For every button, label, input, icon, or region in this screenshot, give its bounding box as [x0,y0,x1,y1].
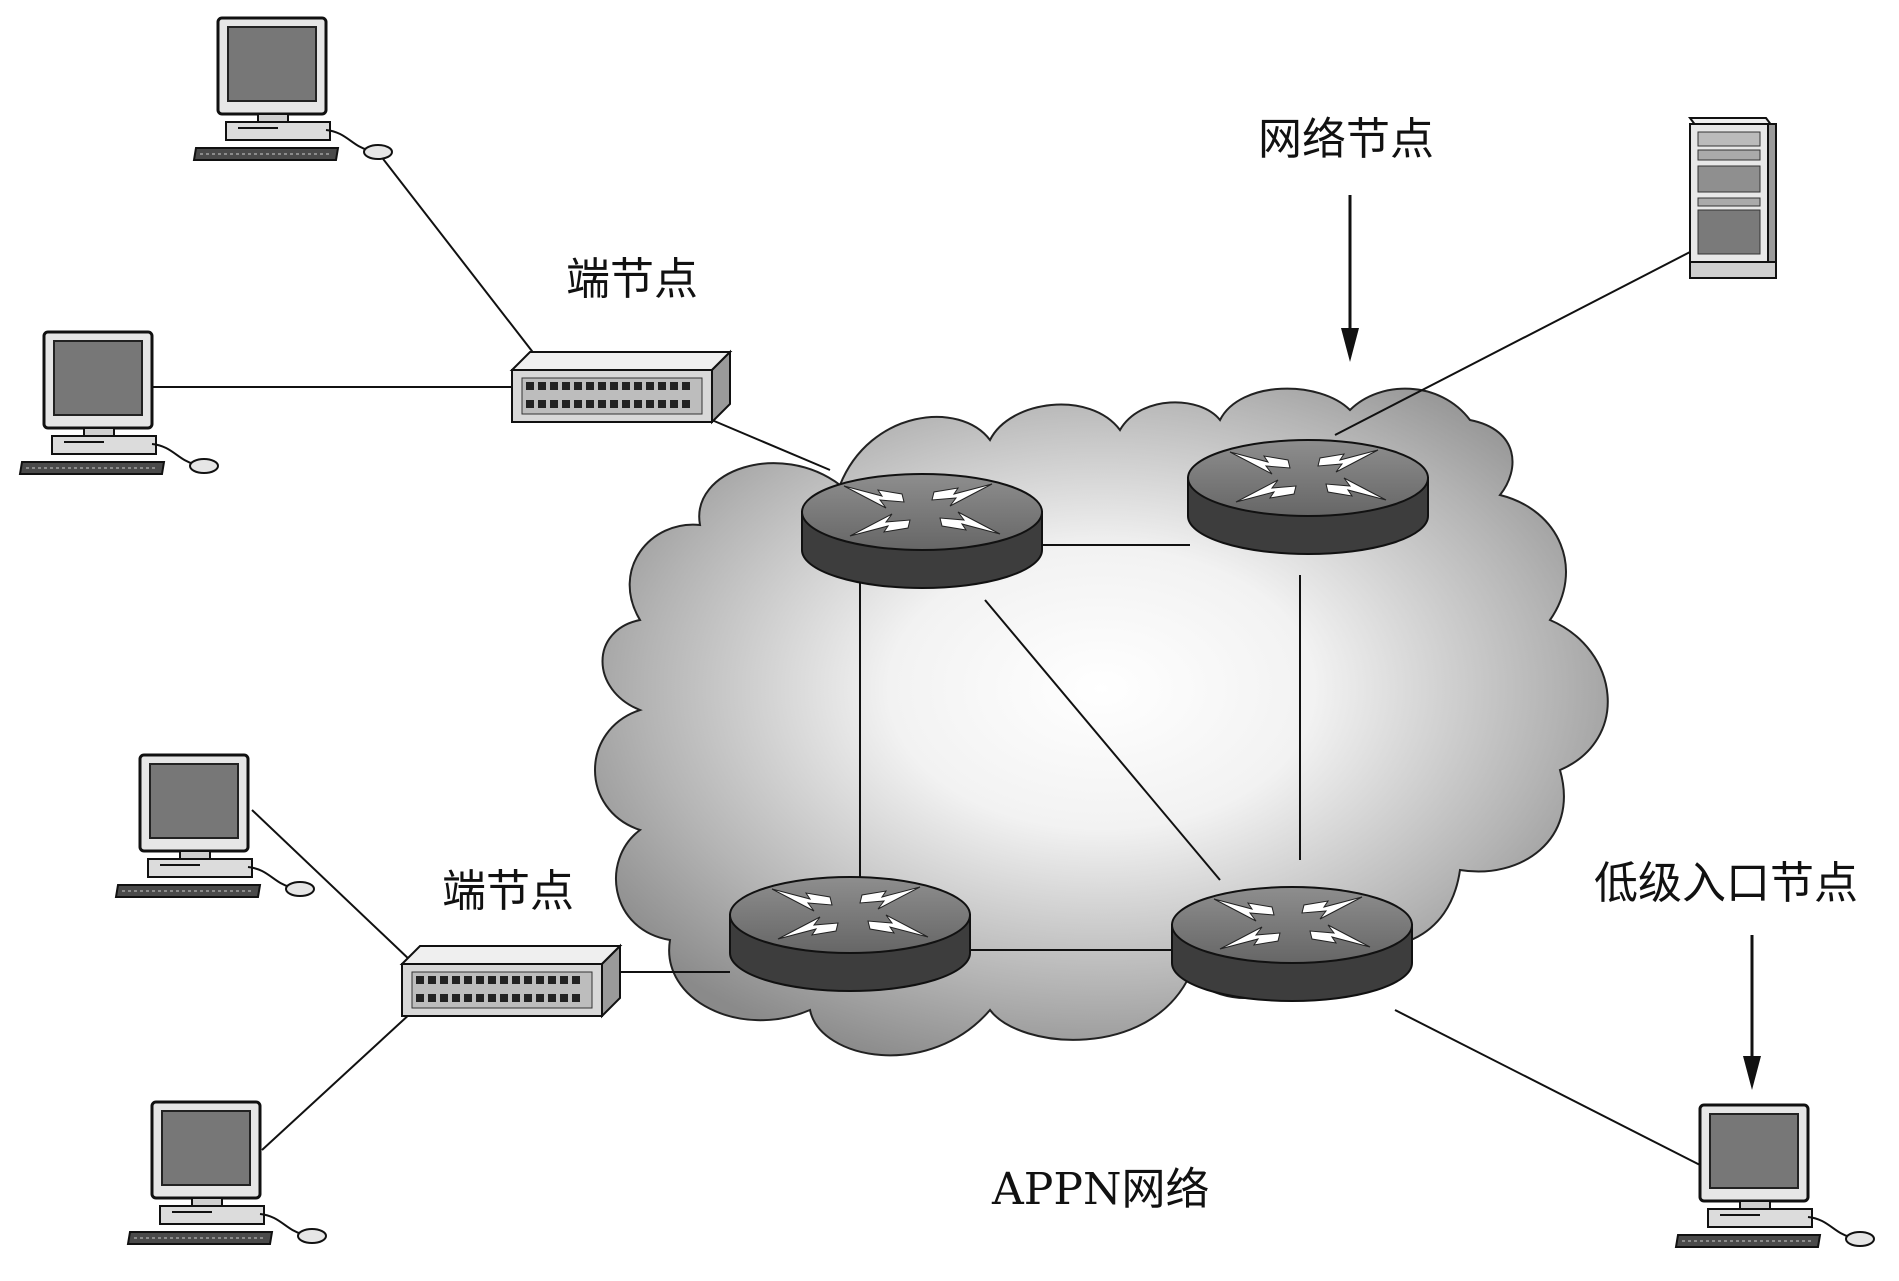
computer-icon [18,330,220,476]
switch-icon [401,945,621,1017]
router-icon [801,473,1043,589]
end-node-bottom-label: 端节点 [442,866,574,917]
low-entry-node-label: 低级入口节点 [1594,858,1858,909]
switch-icon [511,351,731,423]
computer-icon [126,1100,328,1246]
links [150,154,1701,1166]
computer-icon [192,16,394,162]
router-icon [1187,439,1429,555]
arrow-down-icon [1743,935,1761,1090]
server-icon [1688,117,1777,279]
computer-icon [1674,1103,1876,1249]
network-node-label: 网络节点 [1258,114,1434,165]
end-node-top-label: 端节点 [566,254,698,305]
router-icon [1171,886,1413,1002]
router-icon [729,876,971,992]
computer-icon [114,753,316,899]
appn-network-label: APPN网络 [992,1164,1210,1215]
arrow-down-icon [1341,195,1359,362]
